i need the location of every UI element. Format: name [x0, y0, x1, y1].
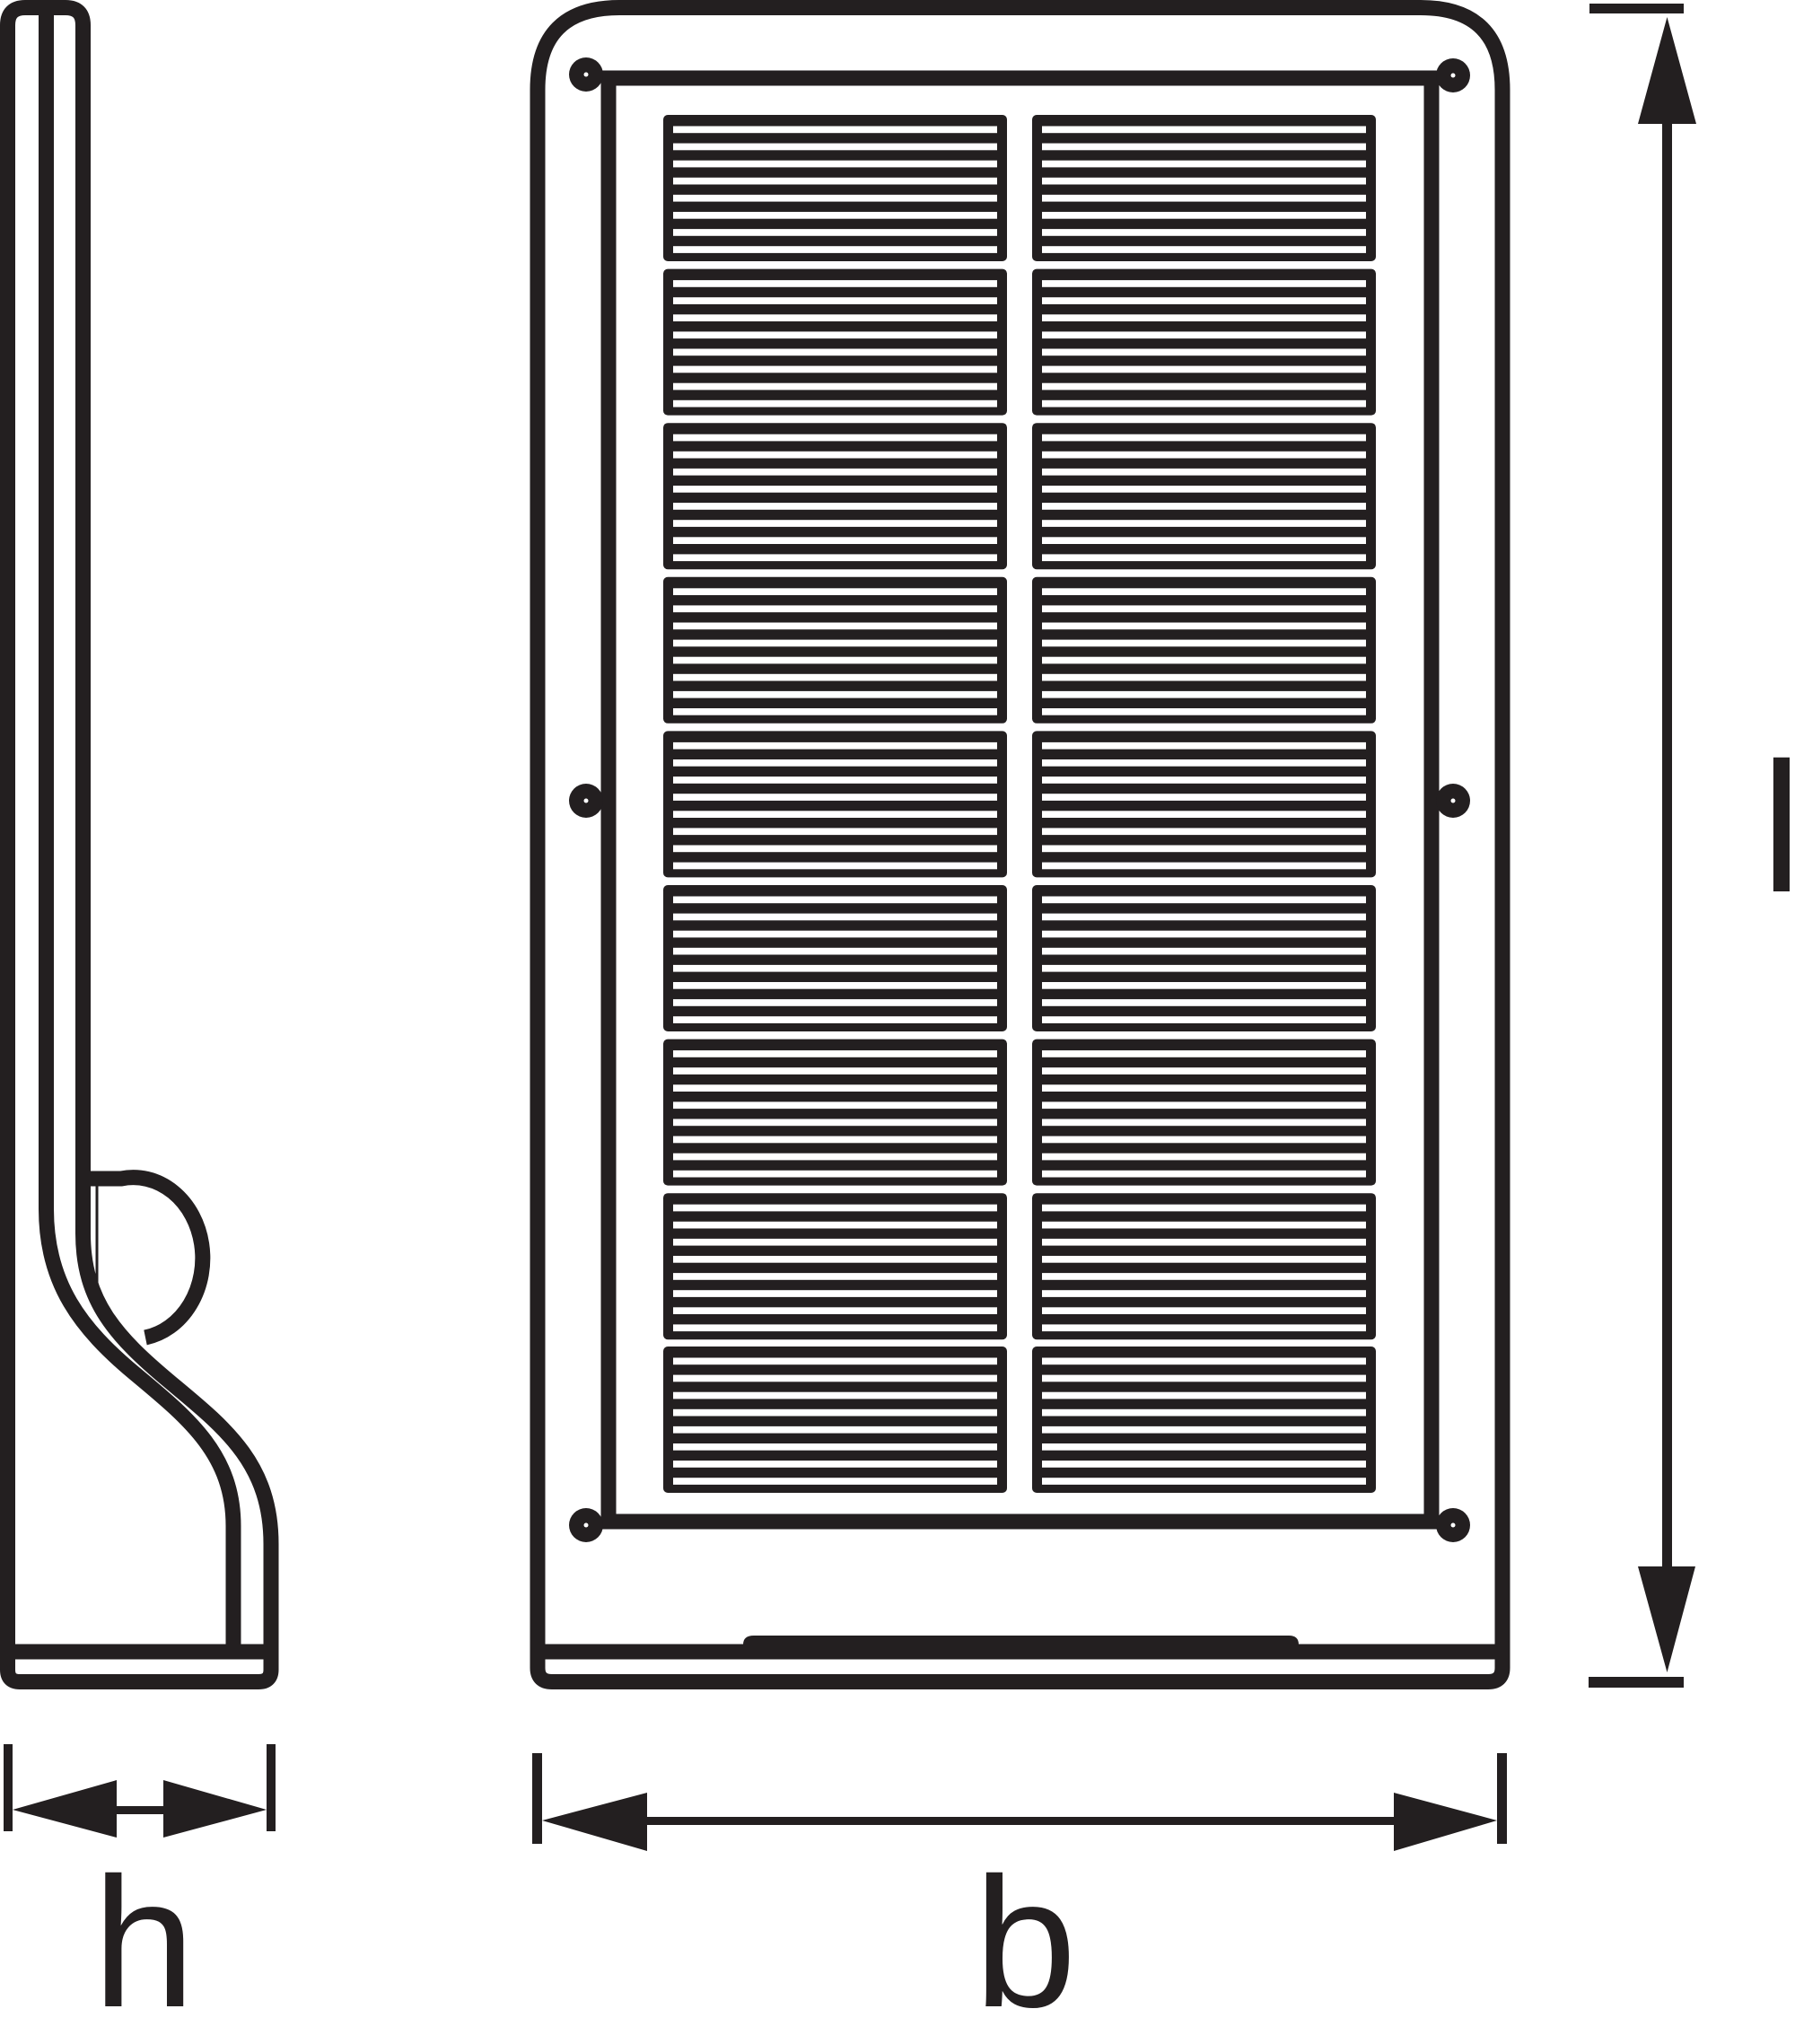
screw-icon [1436, 784, 1470, 818]
arrow-right-icon [163, 1780, 267, 1838]
arrow-left-icon [13, 1780, 117, 1838]
solar-cell [663, 268, 1007, 416]
side-view [0, 0, 279, 1689]
solar-cell [663, 1193, 1007, 1340]
dimension-label-l: l [1761, 724, 1795, 931]
screw-icon [1436, 58, 1470, 92]
solar-cell [663, 1039, 1007, 1186]
dimension-tick [1589, 1677, 1684, 1688]
solar-cell [663, 885, 1007, 1031]
solar-cell [1032, 1347, 1376, 1493]
dimension-tick [1497, 1753, 1507, 1844]
side-view-outline [0, 0, 279, 1689]
screw-icon [569, 57, 603, 92]
light-strip-slot [743, 1636, 1299, 1659]
solar-cell-grid [663, 115, 1376, 1493]
solar-cell [1032, 1193, 1376, 1340]
side-view-inner-line [39, 15, 241, 1652]
solar-cell [1032, 1039, 1376, 1186]
solar-cell [663, 115, 1007, 261]
screw-icon [569, 1508, 603, 1542]
dimension-line [1662, 108, 1672, 1580]
dimension-width: b [532, 1753, 1507, 2044]
dimension-tick [4, 1744, 13, 1831]
solar-cell [663, 576, 1007, 724]
dimension-tick [532, 1753, 542, 1844]
dimension-length: l [1589, 4, 1795, 1688]
solar-cell [663, 423, 1007, 570]
arrow-right-icon [1394, 1793, 1497, 1851]
dimension-line [108, 1806, 171, 1814]
front-view [530, 0, 1510, 1689]
side-view-bracket-circle [83, 1170, 211, 1346]
dimension-label-b: b [974, 1839, 1077, 2044]
dimension-tick [1589, 4, 1684, 13]
arrow-down-icon [1638, 1566, 1695, 1672]
solar-cell [1032, 731, 1376, 878]
front-view-housing [530, 0, 1510, 1689]
dimension-label-h: h [92, 1839, 196, 2044]
solar-cell [663, 1347, 1007, 1493]
arrow-left-icon [542, 1793, 647, 1851]
solar-cell [1032, 115, 1376, 261]
solar-cell [1032, 885, 1376, 1031]
solar-cell [1032, 268, 1376, 416]
solar-cell [663, 731, 1007, 878]
solar-cell [1032, 576, 1376, 724]
solar-panel-frame [600, 70, 1440, 1530]
screw-icon [1436, 1508, 1470, 1542]
arrow-up-icon [1638, 17, 1696, 124]
solar-cell [1032, 423, 1376, 570]
dimension-line [628, 1817, 1409, 1825]
dimension-tick [267, 1744, 276, 1831]
screw-icon [569, 784, 603, 818]
dimension-height: h [4, 1744, 276, 2044]
